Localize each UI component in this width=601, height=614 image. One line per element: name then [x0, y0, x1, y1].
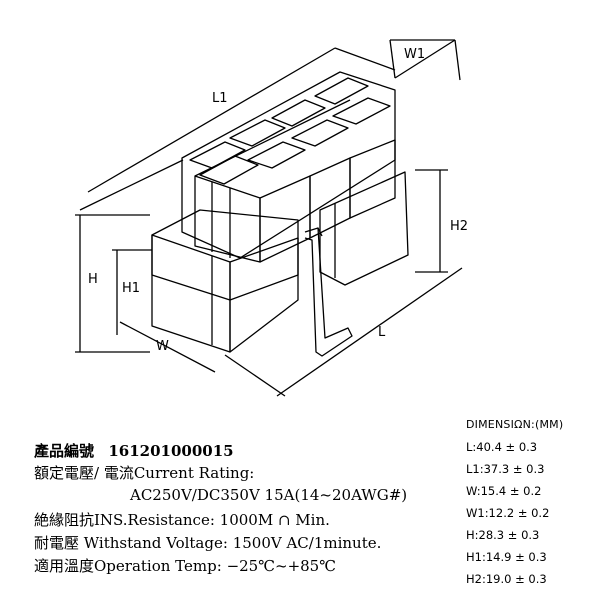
dimension-row-l: L:40.4 ± 0.3 [466, 440, 538, 454]
dimension-row-h1: H1:14.9 ± 0.3 [466, 550, 547, 564]
connector-housing [181, 71, 396, 263]
dim-w-line [119, 321, 216, 373]
dimension-header: DIMENSIΩN:(MM) [466, 418, 564, 431]
part-number-value: 161201000015 [108, 442, 234, 460]
terminal-cavities [189, 77, 391, 185]
ins-resistance-line: 絶緣阻抗INS.Resistance: 1000M ∩ Min. [34, 509, 330, 530]
dim-l1-line [79, 47, 396, 211]
dimension-row-w: W:15.4 ± 0.2 [466, 484, 542, 498]
operation-temp-value: −25℃~+85℃ [226, 557, 337, 575]
dim-w1-line [389, 39, 461, 81]
ins-resistance-value: 1000M ∩ Min. [219, 511, 330, 529]
current-rating-label: 額定電壓/ 電流Current Rating: [34, 464, 255, 482]
dim-h2-line [415, 169, 448, 273]
dimension-row-h: H:28.3 ± 0.3 [466, 528, 540, 542]
label-w1: W1 [404, 47, 425, 62]
dimension-table: DIMENSIΩN:(MM) L:40.4 ± 0.3 L1:37.3 ± 0.… [466, 414, 563, 590]
withstand-voltage-label: 耐電壓 Withstand Voltage: [34, 534, 228, 552]
withstand-voltage-value: 1500V AC/1minute. [232, 534, 382, 552]
dim-l-line [224, 267, 463, 397]
connector-drawing: W1 L1 H2 H H1 W L [75, 39, 468, 397]
terminal-pin [304, 227, 353, 357]
label-l1: L1 [212, 91, 228, 106]
ins-resistance-label: 絶緣阻抗INS.Resistance: [34, 511, 215, 529]
label-h1: H1 [122, 281, 140, 296]
label-l: L [378, 325, 386, 340]
dimension-row-h2: H2:19.0 ± 0.3 [466, 572, 547, 586]
dim-h-line [75, 214, 150, 353]
dimension-row-l1: L1:37.3 ± 0.3 [466, 462, 545, 476]
operation-temp-line: 適用溫度Operation Temp: −25℃~+85℃ [34, 555, 336, 576]
part-number-line: 產品編號 161201000015 [34, 440, 234, 461]
current-rating-value: AC250V/DC350V 15A(14~20AWG#) [130, 486, 408, 504]
connector-base [151, 209, 299, 353]
label-h: H [88, 272, 98, 287]
dimension-row-w1: W1:12.2 ± 0.2 [466, 506, 550, 520]
operation-temp-label: 適用溫度Operation Temp: [34, 557, 222, 575]
label-h2: H2 [450, 219, 468, 234]
label-w: W [156, 339, 169, 354]
dim-h1-line [112, 249, 152, 335]
withstand-voltage-line: 耐電壓 Withstand Voltage: 1500V AC/1minute. [34, 532, 381, 553]
part-number-label: 產品編號 [34, 442, 95, 460]
